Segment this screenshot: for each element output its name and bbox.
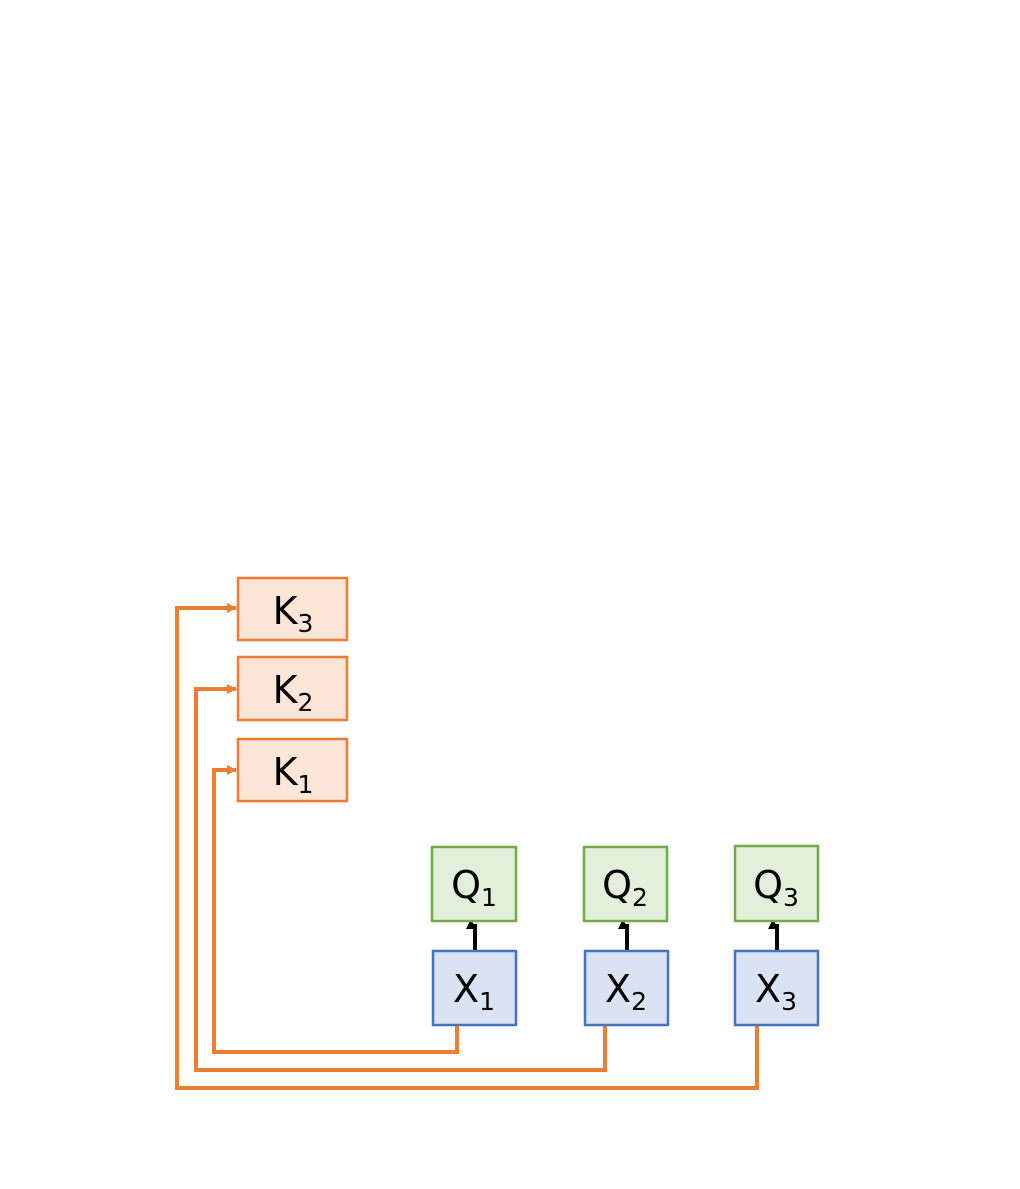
query-label: Q1 bbox=[451, 863, 497, 912]
key-label: K2 bbox=[273, 668, 314, 717]
connector-x2-to-k2 bbox=[194, 684, 607, 1072]
connector-x3-to-k3 bbox=[175, 603, 759, 1090]
key-box-k3: K3 bbox=[236, 576, 349, 642]
input-box-x2: X2 bbox=[583, 949, 670, 1027]
input-label: X1 bbox=[453, 967, 495, 1016]
query-box-q3: Q3 bbox=[733, 844, 820, 923]
input-box-x1: X1 bbox=[431, 949, 518, 1027]
query-box-q1: Q1 bbox=[430, 845, 518, 923]
key-box-k2: K2 bbox=[236, 655, 349, 722]
query-label: Q2 bbox=[602, 863, 648, 912]
key-label: K3 bbox=[273, 589, 314, 638]
connector-x1-to-k1 bbox=[212, 765, 459, 1054]
key-label: K1 bbox=[273, 750, 314, 799]
query-label: Q3 bbox=[753, 863, 799, 912]
input-label: X2 bbox=[605, 967, 647, 1016]
input-box-x3: X3 bbox=[733, 949, 820, 1027]
projection-arrows bbox=[466, 919, 779, 950]
connector-group bbox=[175, 603, 759, 1090]
key-box-k1: K1 bbox=[236, 737, 349, 803]
query-box-q2: Q2 bbox=[582, 845, 669, 923]
input-label: X3 bbox=[755, 967, 797, 1016]
